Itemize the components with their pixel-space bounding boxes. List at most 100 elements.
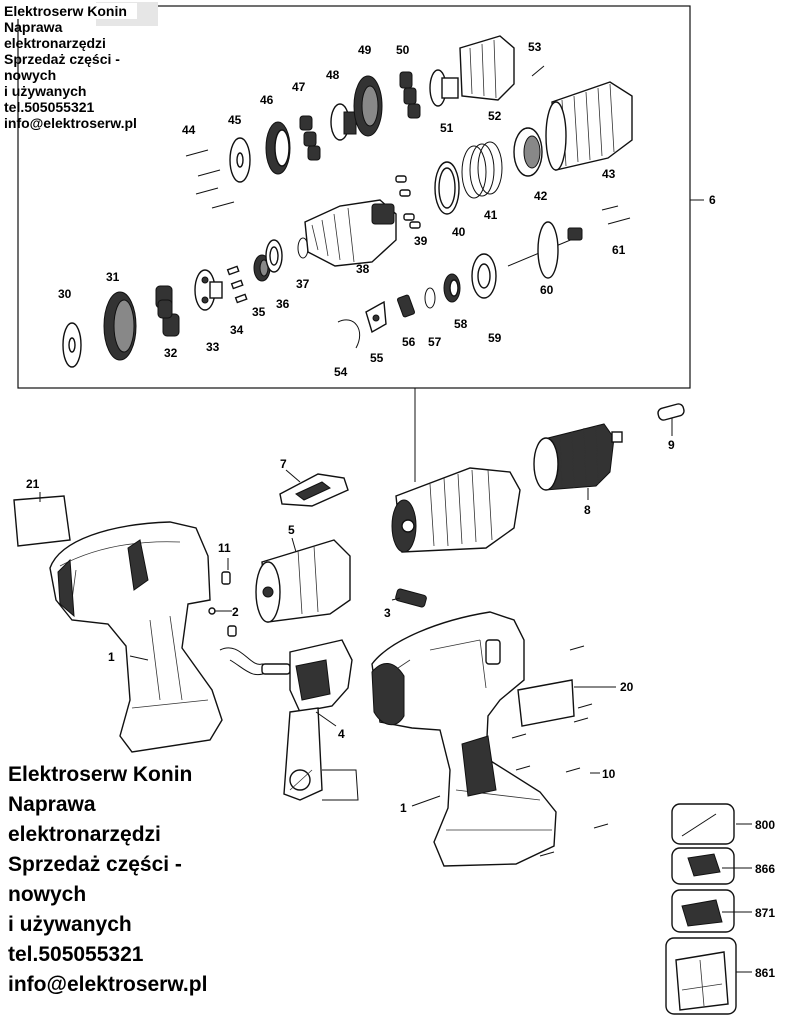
callout-8: 8 — [584, 503, 591, 517]
callout-1-left: 1 — [108, 650, 115, 664]
part-38-gear-case — [304, 199, 397, 267]
callout-40: 40 — [452, 225, 466, 239]
watermark-bottom-line-4: Sprzedaż części - — [8, 853, 182, 876]
callout-60: 60 — [540, 283, 554, 297]
callout-50: 50 — [396, 43, 410, 57]
watermark-top-line-2: Naprawa — [4, 19, 63, 35]
watermark-bottom-line-1: Elektroserw Konin — [8, 763, 193, 786]
part-31-ring-gear — [103, 291, 137, 361]
gearbox-detail-frame — [17, 5, 691, 389]
watermark-bottom-line-5: nowych — [8, 883, 87, 906]
part-35-sun-gear — [253, 254, 271, 282]
part-51-planet-carrier — [429, 69, 459, 107]
watermark-bottom-line-2: Naprawa — [8, 793, 96, 816]
part-59-ring — [471, 253, 497, 299]
callout-32: 32 — [164, 346, 178, 360]
callout-11: 11 — [218, 541, 231, 555]
part-20-label — [517, 679, 575, 727]
part-41-spring — [461, 141, 503, 199]
callout-55: 55 — [370, 351, 384, 365]
watermark-bottom-line-6: i używanych — [8, 913, 132, 936]
part-9-pin — [657, 403, 685, 421]
callout-5: 5 — [288, 523, 295, 537]
part-32-planet-gears — [155, 285, 180, 337]
part-60-spindle — [507, 221, 583, 279]
part-4-switch-assembly — [219, 639, 359, 801]
part-53-screw — [531, 65, 545, 77]
part-10-screws — [511, 645, 609, 857]
callout-48: 48 — [326, 68, 340, 82]
watermark-top-line-4: Sprzedaż części - — [4, 51, 120, 67]
part-58-spring — [443, 273, 461, 303]
part-57-ring — [424, 287, 436, 309]
callout-45: 45 — [228, 113, 242, 127]
callout-56: 56 — [402, 335, 416, 349]
callout-57: 57 — [428, 335, 442, 349]
part-1-housing-left — [49, 521, 223, 753]
watermark-top-line-6: i używanych — [4, 83, 87, 99]
callout-861: 861 — [755, 966, 775, 980]
accessory-800-box — [671, 803, 735, 845]
watermark-top-line-7: tel.505055321 — [4, 99, 95, 115]
part-34-pins — [226, 265, 248, 304]
part-33-planet-carrier — [194, 269, 223, 311]
watermark-top-line-8: info@elektroserw.pl — [4, 115, 137, 131]
part-43-clutch-collar — [545, 81, 633, 171]
accessory-866-box — [671, 847, 735, 885]
callout-3: 3 — [384, 606, 391, 620]
watermark-bottom: Elektroserw Konin Naprawa elektronarzędz… — [8, 760, 207, 1000]
part-47-planet-gears — [299, 115, 321, 161]
watermark-top: Elektroserw Konin Naprawa elektronarzędz… — [4, 3, 137, 131]
callout-4: 4 — [338, 727, 345, 741]
callout-31: 31 — [106, 270, 120, 284]
callout-41: 41 — [484, 208, 498, 222]
part-6-gearbox-assembly — [391, 467, 521, 553]
part-48-planet-carrier — [330, 103, 357, 141]
callout-44: 44 — [182, 123, 196, 137]
callout-42: 42 — [534, 189, 548, 203]
callout-30: 30 — [58, 287, 72, 301]
callout-800: 800 — [755, 818, 775, 832]
part-44-screws — [185, 149, 235, 209]
watermark-top-line-1: Elektroserw Konin — [4, 3, 137, 19]
part-61-pins — [601, 205, 631, 225]
callout-61: 61 — [612, 243, 626, 257]
part-52-gear-housing — [459, 35, 515, 101]
callout-37: 37 — [296, 277, 310, 291]
callout-43: 43 — [602, 167, 616, 181]
callout-labels: 1 1 2 3 4 5 6 7 8 9 10 11 20 21 30 31 32… — [26, 40, 775, 980]
part-45-washer — [229, 137, 251, 183]
part-50-planet-gears — [399, 71, 421, 119]
callout-58: 58 — [454, 317, 468, 331]
callout-34: 34 — [230, 323, 244, 337]
callout-38: 38 — [356, 262, 370, 276]
part-5-motor — [255, 539, 351, 623]
callout-21: 21 — [26, 477, 40, 491]
part-56-slider — [397, 294, 415, 318]
callout-36: 36 — [276, 297, 290, 311]
callout-20: 20 — [620, 680, 634, 694]
callout-35: 35 — [252, 305, 266, 319]
part-2-screw — [208, 607, 237, 637]
part-7-switch-lever — [279, 473, 349, 507]
callout-46: 46 — [260, 93, 274, 107]
callout-10: 10 — [602, 767, 616, 781]
watermark-top-line-5: nowych — [4, 67, 57, 83]
callout-39: 39 — [414, 234, 428, 248]
callout-53: 53 — [528, 40, 542, 54]
callout-871: 871 — [755, 906, 775, 920]
part-30-washer — [62, 322, 82, 368]
part-3-forward-reverse-button — [395, 588, 427, 608]
callout-33: 33 — [206, 340, 220, 354]
callout-47: 47 — [292, 80, 306, 94]
callout-1-right: 1 — [400, 801, 407, 815]
accessory-861-box — [665, 937, 737, 1015]
part-39-pins — [395, 175, 421, 229]
callout-54: 54 — [334, 365, 348, 379]
callout-52: 52 — [488, 109, 502, 123]
watermark-bottom-line-3: elektronarzędzi — [8, 823, 161, 846]
part-55-shift-fork — [365, 300, 387, 334]
leader-lines — [39, 418, 752, 973]
